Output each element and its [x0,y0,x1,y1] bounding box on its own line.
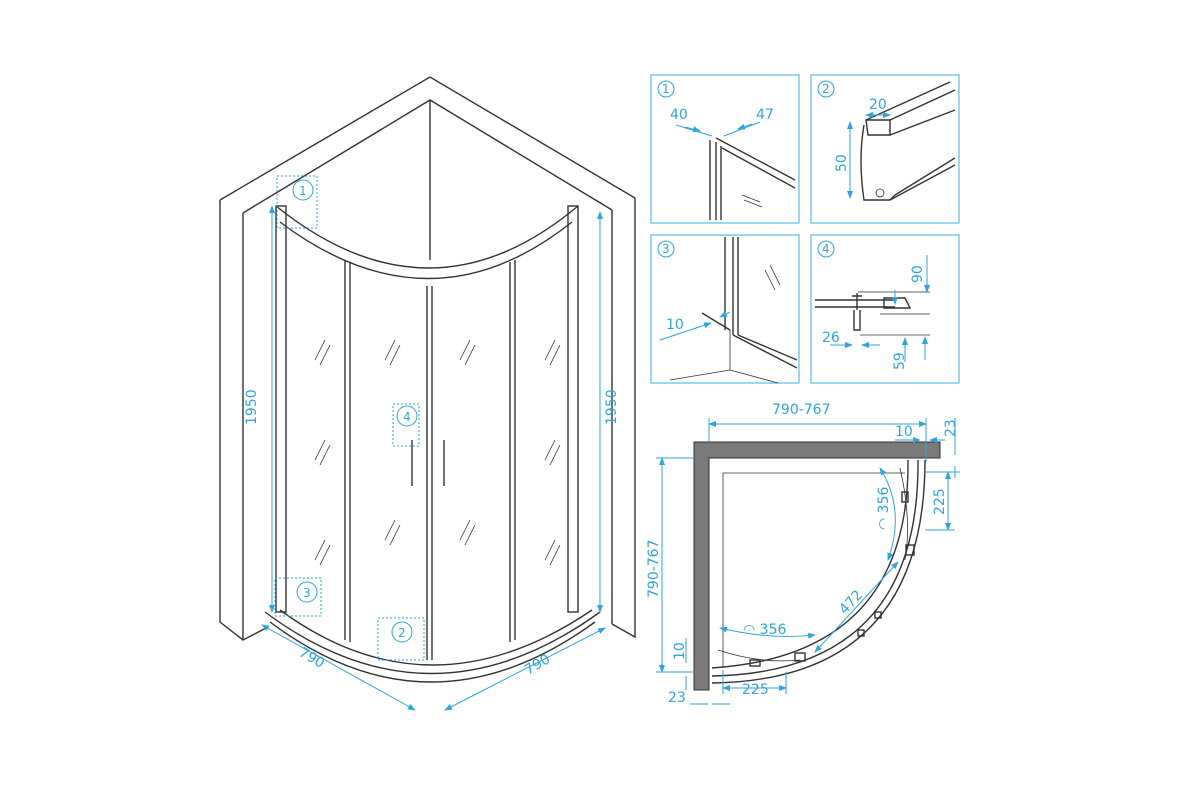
gap-top-label: 10 [895,424,913,440]
arc-bottom-label: ◠ 356 [743,622,786,638]
dim-26: 26 [822,330,840,346]
detail-3-wall-gap: 3 10 [650,234,800,384]
detail-number: 4 [822,242,830,256]
callout-3: 3 [303,586,311,600]
detail-number: 1 [662,82,670,96]
dim-90: 90 [910,265,926,283]
detail-2-bottom-profile: 2 20 50 [810,74,960,224]
dim-20: 20 [869,97,887,113]
callout-2: 2 [398,626,406,640]
dim-59: 59 [892,352,908,370]
detail-1-top-corner: 1 40 47 [650,74,800,224]
detail-number: 2 [822,82,830,96]
height-right-label: 1950 [604,389,620,425]
width-right-label: 790 [522,651,553,678]
detail-4-handle: 4 90 26 59 [810,234,960,384]
dim-50: 50 [834,154,850,172]
plan-view: 790-767 790-767 10 23 225 ◠ 356 ◠ 356 47… [646,402,960,706]
enclosure [264,205,601,683]
plan-depth-label: 790-767 [646,540,662,599]
plan-width-label: 790-767 [772,402,831,418]
walls [219,76,636,641]
callouts: 1 4 3 2 [274,175,425,661]
dim-47: 47 [756,107,774,123]
gap-left-label: 10 [672,642,688,660]
callout-1: 1 [299,184,307,198]
offset-top-label: 23 [943,419,959,437]
dim-10: 10 [666,317,684,333]
detail-number: 3 [662,242,670,256]
offset-left-label: 23 [668,690,686,706]
arc-right-label: ◠ 356 [876,487,892,530]
door-bottom-label: 225 [742,682,769,698]
width-left-label: 790 [296,645,327,672]
height-left-label: 1950 [244,389,260,425]
isometric-view: 1950 1950 790 790 1 4 3 2 [219,76,636,711]
callout-4: 4 [403,410,411,424]
door-right-label: 225 [932,488,948,515]
dim-40: 40 [670,107,688,123]
glass-reflections [314,339,561,566]
diagonal-label: 472 [836,587,866,617]
